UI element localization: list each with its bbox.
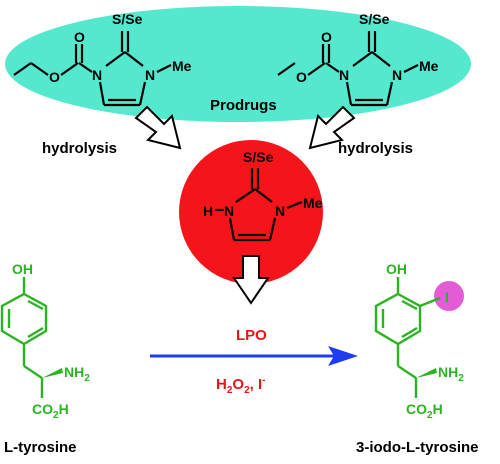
prodrug-right-ester-o: O	[296, 69, 307, 85]
tyrosine-name: L-tyrosine	[4, 439, 77, 456]
iodotyrosine-wedge	[416, 368, 437, 378]
iodotyrosine-structure	[374, 277, 441, 398]
tyrosine-co2h: CO2H	[32, 401, 69, 421]
center-drug-structure	[215, 168, 303, 242]
tyrosine-structure	[0, 277, 48, 398]
prodrug-right-labels: S/Se O O N N Me	[296, 11, 439, 85]
tyrosine-oh: OH	[12, 261, 33, 277]
tyrosine-wedge	[42, 368, 63, 378]
prodrug-left-n1: N	[92, 67, 102, 83]
prodrug-right-me: Me	[419, 58, 439, 74]
prodrug-left-labels: S/Se O O N N Me	[49, 11, 192, 85]
prodrugs-label: Prodrugs	[210, 97, 277, 114]
hydrolysis-arrow-left	[134, 105, 182, 150]
center-drug-me: Me	[303, 195, 323, 211]
center-drug-h: H	[203, 203, 213, 219]
tyrosine-nh2: NH2	[64, 364, 90, 384]
hydrolysis-left-label: hydrolysis	[42, 140, 117, 157]
center-drug-chalcogen: S/Se	[243, 149, 274, 165]
prodrug-left-carbonyl-o: O	[74, 29, 85, 45]
prodrug-left	[13, 31, 172, 107]
iodotyrosine-labels: OH I NH2 CO2H	[386, 261, 464, 421]
active-drug-circle	[179, 140, 323, 284]
iodotyrosine-co2h: CO2H	[406, 401, 443, 421]
center-drug-labels: S/Se H N N Me	[203, 149, 323, 219]
iodotyrosine-iodine: I	[445, 289, 449, 305]
prodrug-left-me: Me	[172, 58, 192, 74]
iodotyrosine-name: 3-iodo-L-tyrosine	[356, 439, 479, 456]
iodotyrosine-oh: OH	[386, 261, 407, 277]
prodrug-right-n1: N	[339, 67, 349, 83]
hydrolysis-right-label: hydrolysis	[338, 140, 413, 157]
prodrug-right-chalcogen: S/Se	[359, 11, 390, 27]
down-arrow	[232, 255, 270, 305]
iodine-highlight	[434, 281, 464, 311]
center-drug-n1: N	[224, 203, 234, 219]
tyrosine-labels: OH NH2 CO2H	[12, 261, 90, 421]
prodrug-right-carbonyl-o: O	[321, 29, 332, 45]
reagents-label: H2O2, I-	[216, 375, 266, 396]
reaction-arrowhead	[328, 346, 358, 366]
prodrug-left-n2: N	[145, 67, 155, 83]
enzyme-label: LPO	[236, 327, 267, 344]
prodrug-right-n2: N	[392, 67, 402, 83]
iodotyrosine-nh2: NH2	[438, 364, 464, 384]
prodrug-right	[277, 31, 419, 107]
hydrolysis-arrow-right	[308, 105, 356, 150]
center-drug-n2: N	[275, 203, 285, 219]
prodrug-left-chalcogen: S/Se	[112, 11, 143, 27]
prodrug-left-ester-o: O	[49, 69, 60, 85]
